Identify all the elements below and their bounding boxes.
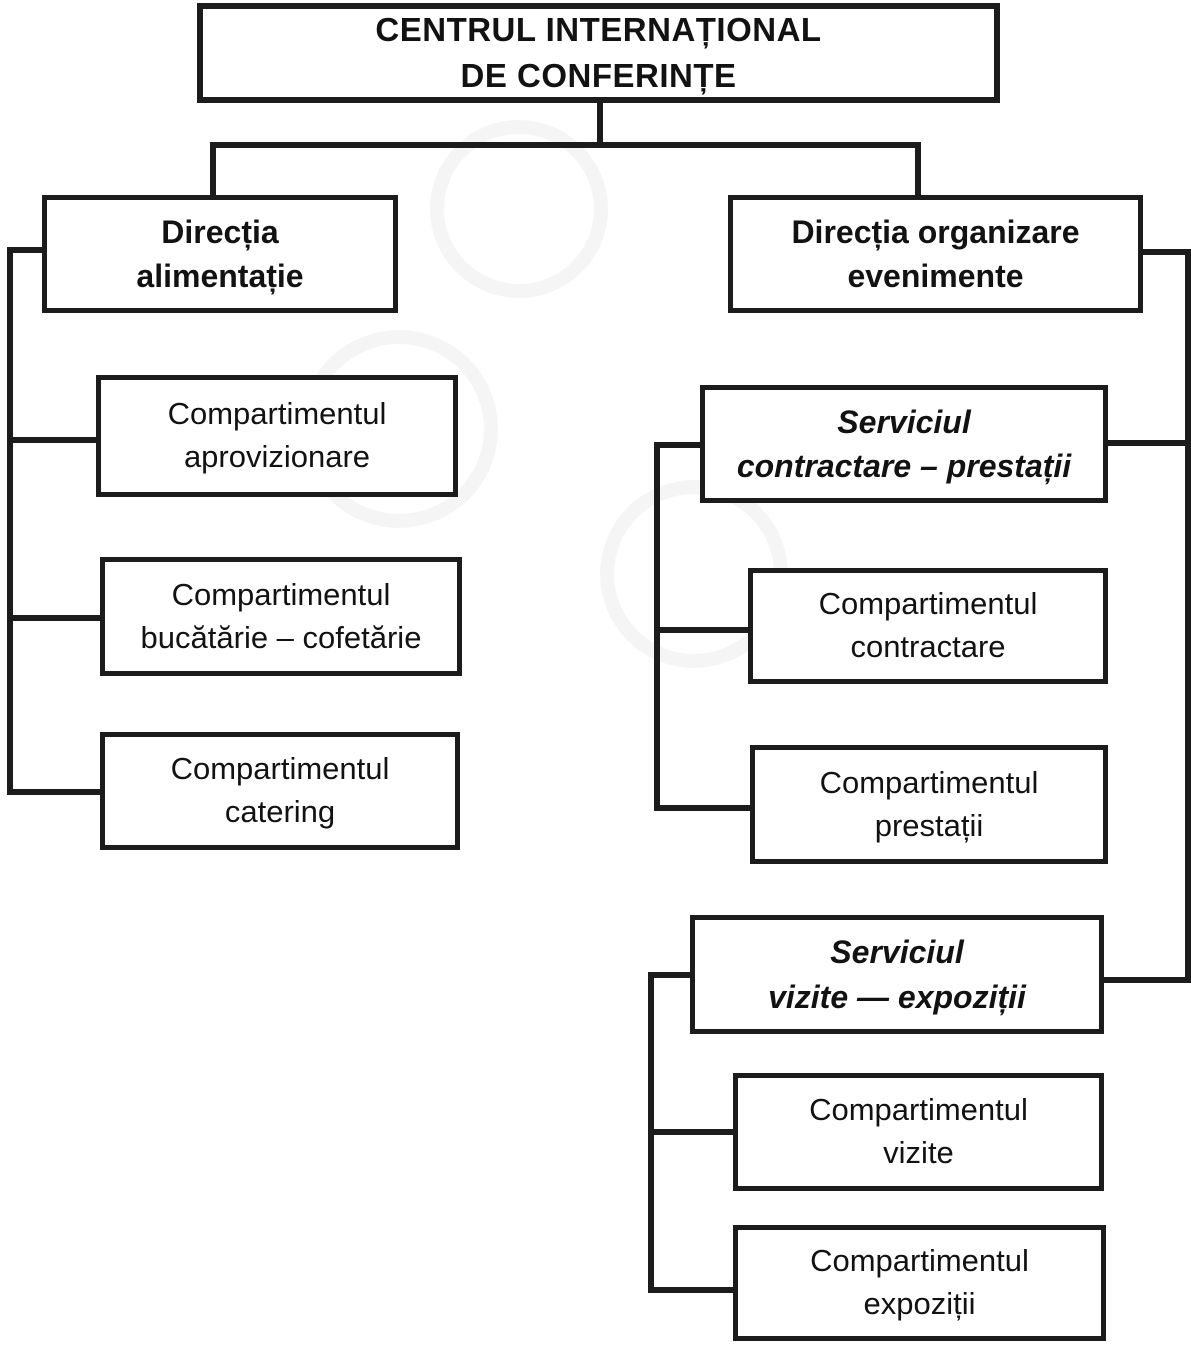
connector-bucatarie-branch bbox=[7, 615, 102, 621]
org-box-label: catering bbox=[224, 794, 336, 829]
org-box-comp-bucatarie-cofetarie: Compartimentul bucătărie – cofetărie bbox=[100, 557, 462, 676]
connector-expozitii-branch bbox=[648, 1287, 733, 1293]
org-box-label: CENTRUL INTERNAȚIONAL bbox=[375, 11, 822, 49]
org-box-label: aprovizionare bbox=[183, 439, 371, 474]
connector-vizite-branch bbox=[648, 1129, 733, 1135]
connector-serv-contractare-spine bbox=[654, 442, 660, 811]
org-box-comp-contractare: Compartimentul contractare bbox=[748, 568, 1108, 684]
org-box-label: Compartimentul bbox=[167, 396, 387, 432]
org-box-label: vizite bbox=[883, 1135, 954, 1170]
connector-root-split bbox=[210, 142, 921, 148]
connector-evenimente-spine bbox=[1185, 249, 1191, 983]
org-box-label: contractare – prestații bbox=[736, 448, 1072, 484]
connector-prestatii-branch bbox=[654, 805, 753, 811]
connector-alimentatie-spine bbox=[7, 247, 13, 795]
org-box-label: prestații bbox=[874, 807, 984, 843]
connector-aprovizionare-branch bbox=[7, 437, 97, 443]
org-box-label: expoziții bbox=[863, 1286, 976, 1321]
org-box-label: vizite — expoziții bbox=[768, 978, 1026, 1015]
org-box-serviciul-vizite-expozitii: Serviciul vizite — expoziții bbox=[690, 915, 1104, 1034]
org-box-centrul-international: CENTRUL INTERNAȚIONAL DE CONFERINȚE bbox=[197, 3, 1000, 103]
org-box-comp-catering: Compartimentul catering bbox=[100, 732, 460, 850]
org-box-label: bucătărie – cofetărie bbox=[140, 619, 422, 655]
org-box-comp-vizite: Compartimentul vizite bbox=[733, 1073, 1104, 1191]
connector-root-drop bbox=[597, 100, 603, 148]
org-box-label: DE CONFERINȚE bbox=[460, 57, 737, 94]
org-box-label: Compartimentul bbox=[171, 576, 391, 612]
connector-serv-contractare-stub bbox=[654, 442, 700, 448]
org-box-label: Serviciul bbox=[837, 403, 971, 440]
org-box-label: contractare bbox=[850, 629, 1006, 664]
org-box-label: Direcția bbox=[161, 213, 279, 250]
org-box-label: alimentație bbox=[136, 258, 304, 294]
org-box-comp-aprovizionare: Compartimentul aprovizionare bbox=[96, 375, 458, 497]
connector-serv-contractare-right bbox=[1108, 440, 1185, 446]
org-box-directia-alimentatie: Direcția alimentație bbox=[42, 195, 398, 313]
connector-serv-vizite-stub bbox=[648, 972, 697, 978]
connector-left-drop bbox=[210, 142, 216, 195]
connector-serv-vizite-right bbox=[1104, 977, 1191, 983]
org-box-label: Direcția organizare bbox=[791, 213, 1080, 250]
org-box-comp-prestatii: Compartimentul prestații bbox=[750, 745, 1108, 864]
connector-catering-branch bbox=[7, 789, 102, 795]
org-box-comp-expozitii: Compartimentul expoziții bbox=[733, 1225, 1106, 1341]
org-box-label: Compartimentul bbox=[170, 751, 390, 787]
org-box-label: Compartimentul bbox=[809, 1092, 1028, 1128]
scan-watermark bbox=[395, 85, 643, 333]
org-box-serviciul-contractare-prestatii: Serviciul contractare – prestații bbox=[700, 385, 1108, 503]
org-box-label: Compartimentul bbox=[819, 764, 1039, 800]
connector-right-drop bbox=[915, 142, 921, 195]
connector-evenimente-stub bbox=[1143, 249, 1191, 255]
connector-alimentatie-stub bbox=[7, 247, 45, 253]
org-box-label: Serviciul bbox=[830, 934, 964, 971]
org-box-label: Compartimentul bbox=[810, 1243, 1029, 1279]
org-box-label: Compartimentul bbox=[818, 586, 1038, 622]
connector-contractare-branch bbox=[654, 627, 750, 633]
org-box-label: evenimente bbox=[847, 258, 1024, 294]
org-box-directia-organizare-evenimente: Direcția organizare evenimente bbox=[728, 195, 1143, 313]
